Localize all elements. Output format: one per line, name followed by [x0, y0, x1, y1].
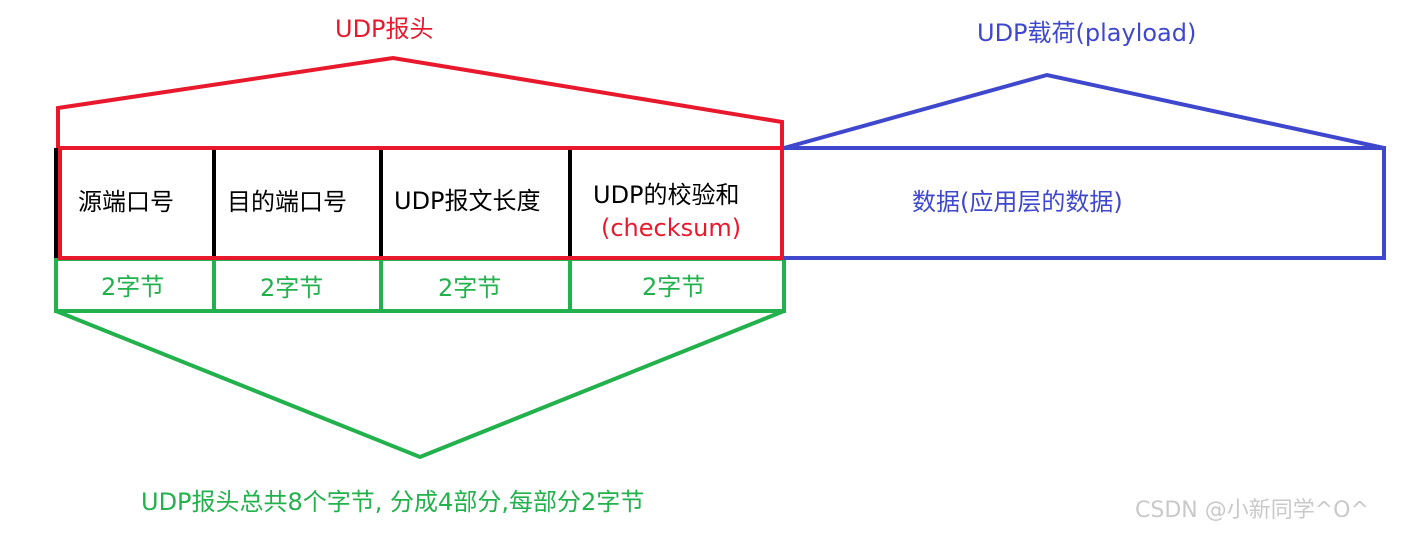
field-length: UDP报文长度: [394, 187, 541, 215]
field-source-port: 源端口号: [78, 188, 174, 216]
summary-text: UDP报头总共8个字节, 分成4部分,每部分2字节: [141, 488, 645, 516]
payload-box: [784, 146, 1386, 260]
field-checksum: UDP的校验和: [593, 181, 740, 209]
header-box: [58, 146, 784, 260]
watermark: CSDN @小新同学^O^: [1135, 498, 1369, 523]
size-dest-port: 2字节: [260, 274, 324, 302]
size-length: 2字节: [438, 274, 502, 302]
header-label: UDP报头: [335, 15, 434, 43]
size-checksum: 2字节: [642, 273, 706, 301]
summary-bracket: [55, 309, 785, 460]
payload-content: 数据(应用层的数据): [912, 188, 1123, 216]
field-checksum-sub: (checksum): [601, 214, 742, 242]
field-dest-port: 目的端口号: [227, 188, 347, 216]
payload-bracket: [783, 72, 1385, 150]
payload-label: UDP载荷(playload): [977, 19, 1197, 47]
size-source-port: 2字节: [101, 273, 165, 301]
header-bracket: [56, 55, 784, 148]
